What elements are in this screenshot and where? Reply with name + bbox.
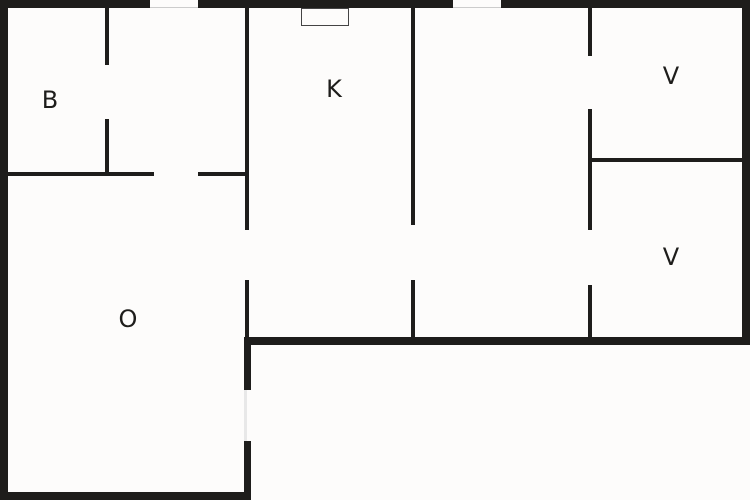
wall-bath-h-left [8, 172, 154, 176]
room-label-kitchen: K [326, 75, 342, 103]
outer-wall-step-upper [244, 337, 251, 390]
kitchen-fixture [301, 8, 349, 26]
wall-bath-v-lower [105, 119, 109, 176]
outer-wall-bottom-left [0, 492, 251, 500]
outer-wall-right [742, 0, 750, 345]
wall-kitchen-left-lower [245, 280, 249, 340]
outer-wall-top [0, 0, 750, 8]
room-label-bathroom: B [41, 86, 59, 114]
room-label-bedroom-top: V [662, 62, 680, 90]
wall-bedroom-divider [588, 158, 744, 162]
wall-bath-h-right [198, 172, 248, 176]
wall-bedroom-left-3 [588, 285, 592, 340]
wall-bedroom-left-1 [588, 8, 592, 56]
outer-wall-step-lower [244, 441, 251, 500]
wall-kitchen-right-upper [411, 8, 415, 225]
wall-bath-v-upper [105, 8, 109, 65]
outer-wall-bottom-right [244, 337, 750, 345]
wall-bedroom-left-2 [588, 109, 592, 230]
window-living [244, 390, 247, 441]
window-top-2 [453, 0, 501, 8]
room-label-living: O [118, 305, 138, 333]
outer-wall-left [0, 0, 8, 500]
window-top-1 [150, 0, 198, 8]
wall-kitchen-right-lower [411, 280, 415, 340]
room-label-bedroom-bottom: V [662, 243, 680, 271]
wall-kitchen-left-upper [245, 8, 249, 230]
